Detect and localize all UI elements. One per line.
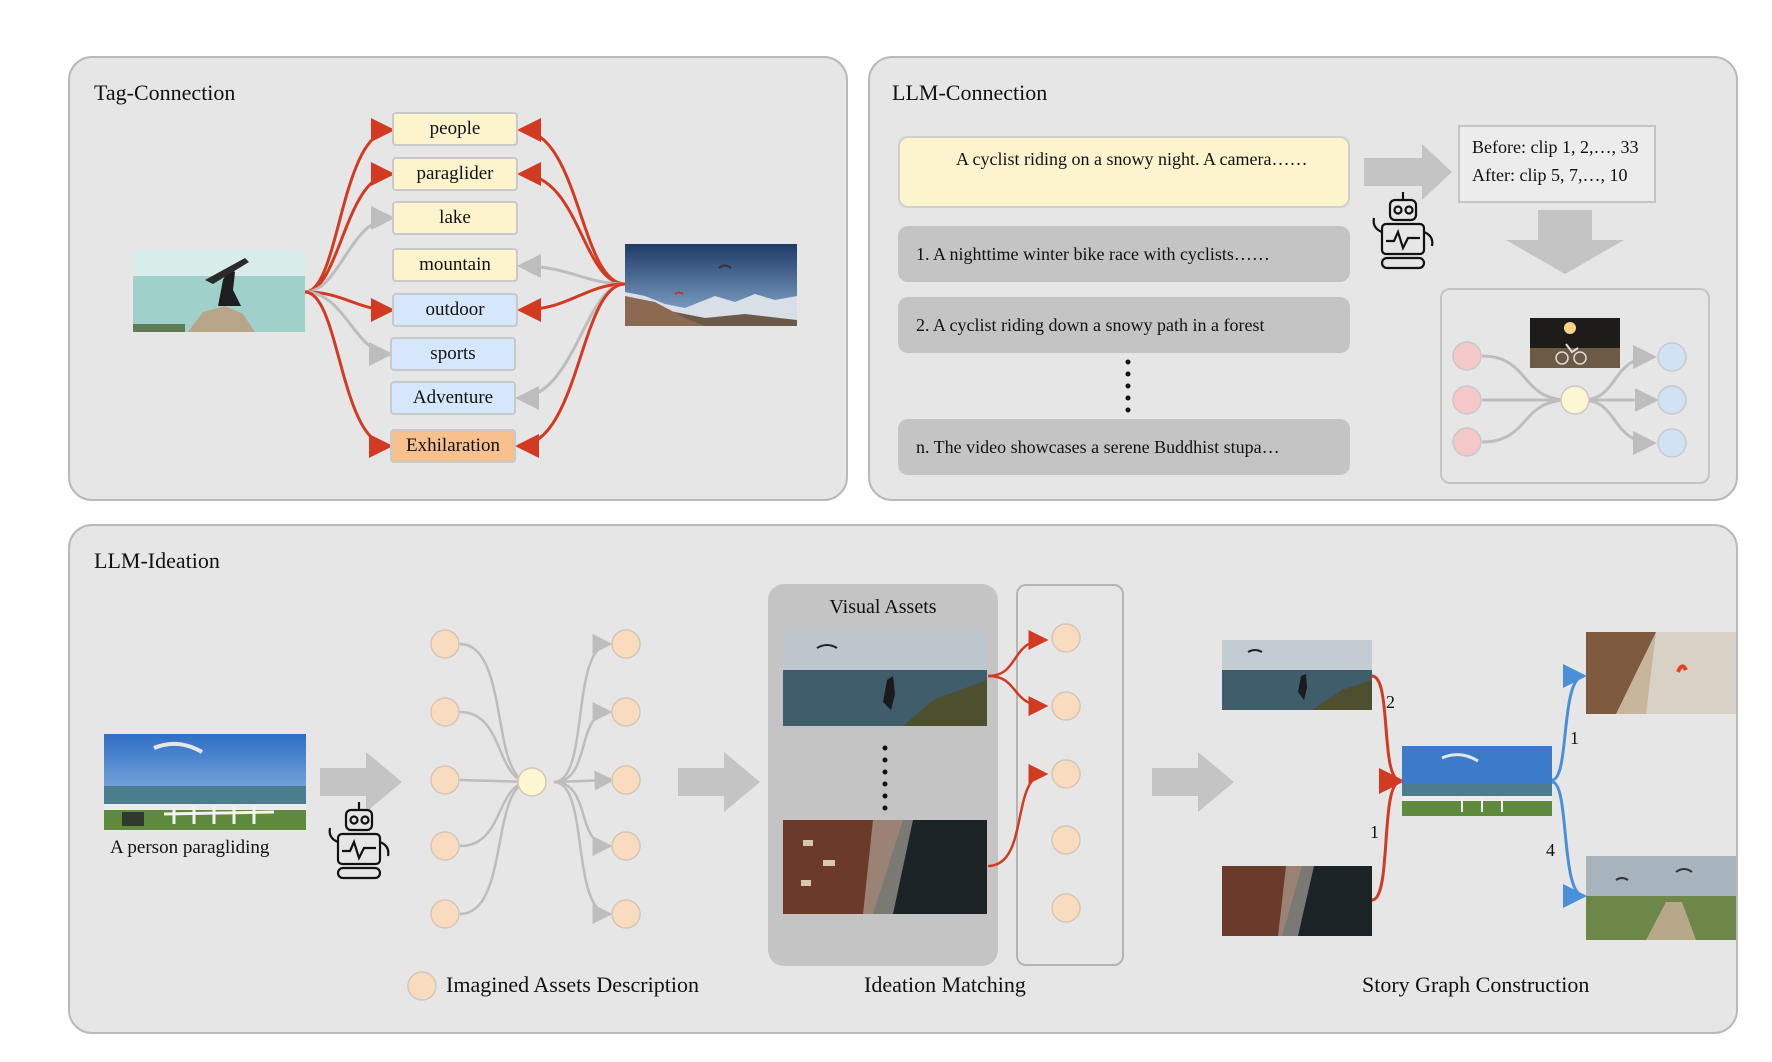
asset-aerial-shore-photo bbox=[783, 820, 987, 914]
tag-lake: lake bbox=[392, 201, 518, 235]
candidate-clip-n: n. The video showcases a serene Buddhist… bbox=[898, 419, 1350, 475]
before-clips: Before: clip 1, 2,…, 33 bbox=[1472, 137, 1639, 157]
candidate-clip-1: 1. A nighttime winter bike race with cyc… bbox=[898, 226, 1350, 282]
edge-weight: 1 bbox=[1370, 822, 1379, 842]
mountain-paragliders-photo bbox=[625, 244, 797, 326]
edge-weight: 1 bbox=[1570, 728, 1579, 748]
story-coast-paraglider-photo bbox=[1222, 640, 1372, 710]
panel-title: LLM-Connection bbox=[892, 80, 1048, 105]
edge-weight: 2 bbox=[1386, 692, 1395, 712]
story-graph-label: Story Graph Construction bbox=[1362, 972, 1590, 997]
tag-adventure: Adventure bbox=[390, 381, 516, 415]
asset-coast-paraglider-photo bbox=[783, 630, 987, 726]
tag-exhilaration: Exhilaration bbox=[390, 429, 516, 463]
story-aerial-shore-photo bbox=[1222, 866, 1372, 936]
tag-paraglider: paraglider bbox=[392, 157, 518, 191]
clip-order-result: Before: clip 1, 2,…, 33 After: clip 5, 7… bbox=[1458, 125, 1656, 203]
tag-sports: sports bbox=[390, 337, 516, 371]
panel-title: LLM-Ideation bbox=[94, 548, 220, 573]
beach-paraglider-photo bbox=[104, 734, 306, 830]
ideation-matching-label: Ideation Matching bbox=[864, 972, 1026, 997]
paraglider-lake-photo bbox=[133, 250, 305, 332]
legend-imagined-assets: Imagined Assets Description bbox=[446, 972, 699, 997]
panel-title: Tag-Connection bbox=[94, 80, 236, 105]
story-hill-paragliders-photo bbox=[1586, 856, 1736, 940]
tag-outdoor: outdoor bbox=[392, 293, 518, 327]
matching-box bbox=[1016, 584, 1124, 966]
story-sand-paraglider-photo bbox=[1586, 632, 1736, 714]
story-graph-box bbox=[1440, 288, 1710, 484]
story-center-beach-photo bbox=[1402, 746, 1552, 816]
query-description-box: A cyclist riding on a snowy night. A cam… bbox=[898, 136, 1350, 208]
tag-people: people bbox=[392, 112, 518, 146]
cyclist-night-photo bbox=[1530, 318, 1620, 368]
candidate-clip-2: 2. A cyclist riding down a snowy path in… bbox=[898, 297, 1350, 353]
visual-assets-title: Visual Assets bbox=[829, 596, 937, 618]
after-clips: After: clip 5, 7,…, 10 bbox=[1472, 165, 1628, 185]
input-caption: A person paragliding bbox=[110, 837, 270, 858]
tag-mountain: mountain bbox=[392, 248, 518, 282]
edge-weight: 4 bbox=[1546, 840, 1555, 860]
